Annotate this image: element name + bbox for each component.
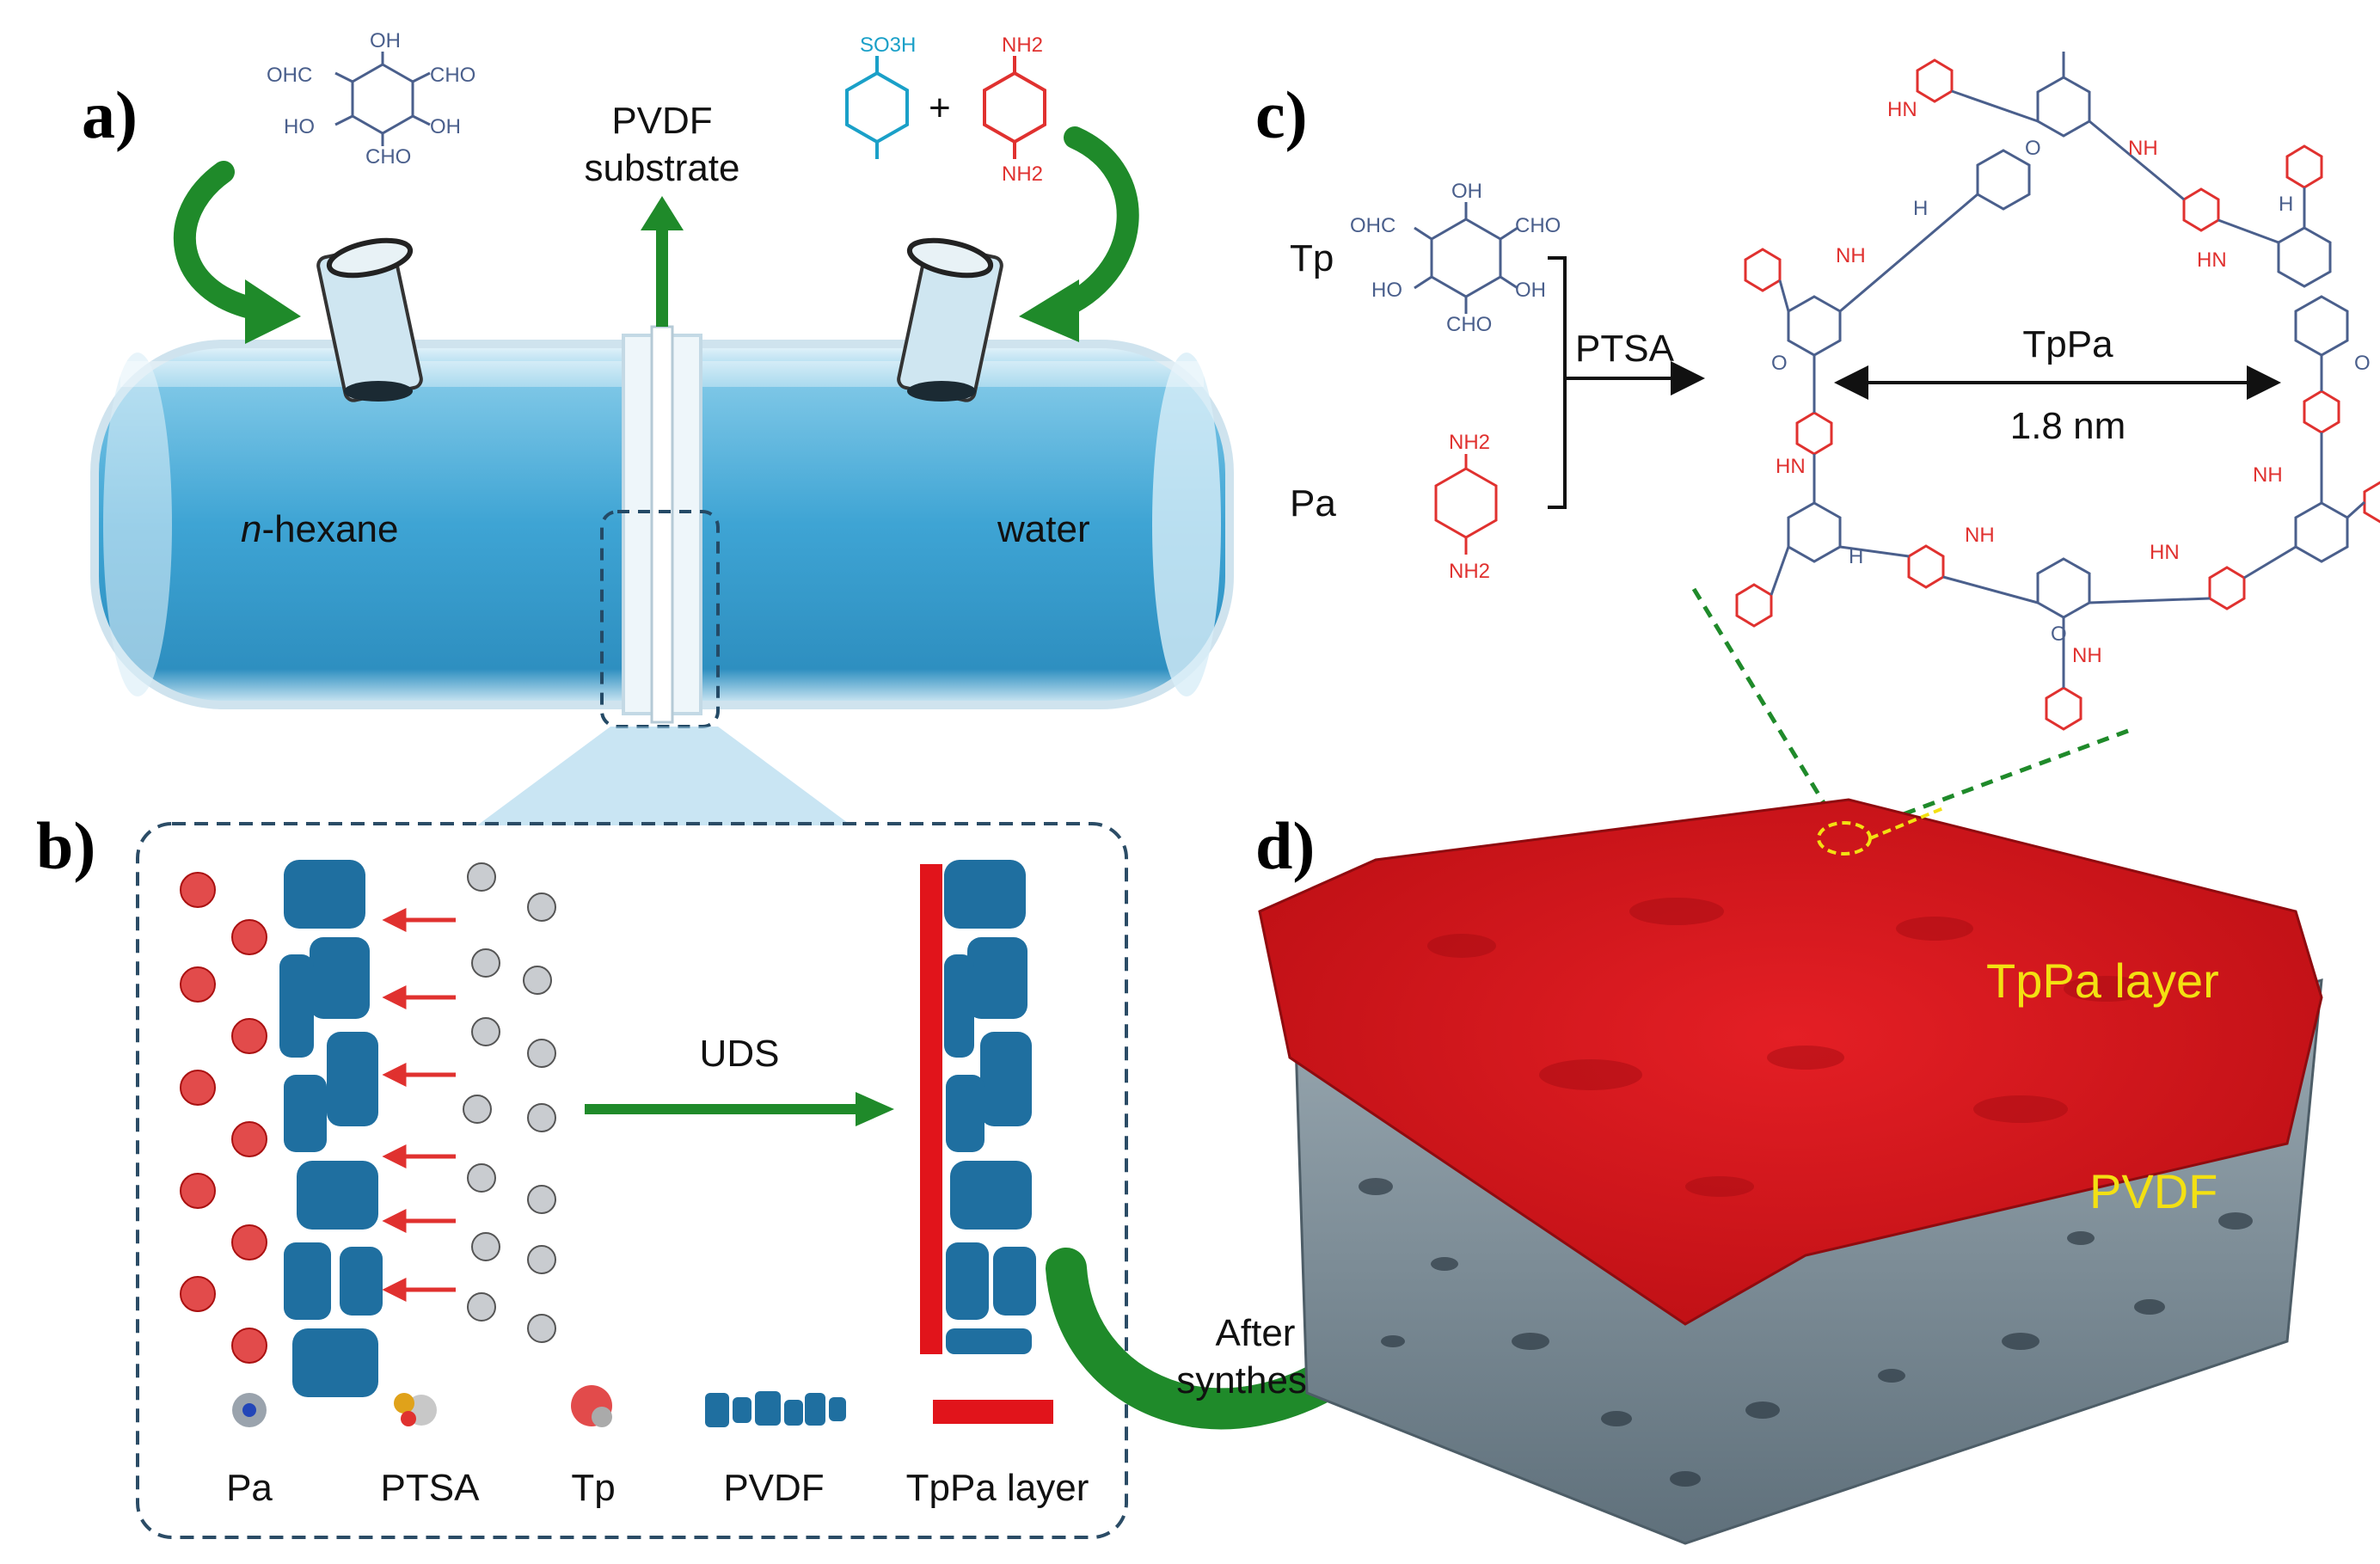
tppa-layer-label: TpPa layer	[1986, 954, 2219, 1008]
h-label-1: H	[1913, 197, 1928, 220]
panel-b-frame	[136, 822, 1128, 1539]
nh-label-2: NH	[1836, 244, 1866, 267]
tp-molecule-a	[334, 52, 431, 146]
pa-a-bottom: NH2	[1002, 163, 1043, 186]
tp-label: Tp	[1290, 237, 1334, 279]
legend-tp: Tp	[571, 1467, 615, 1509]
legend-pvdf-icon	[705, 1391, 846, 1427]
panel-b: b)	[36, 808, 1128, 1539]
tppa-layer-strip	[920, 864, 942, 1354]
panel-d: d) TpPa layer PVDF	[1255, 798, 2323, 1545]
hn-label-2: HN	[2197, 248, 2227, 272]
nh-label-1: NH	[2128, 137, 2158, 160]
after-synthesis-line1: After	[1216, 1312, 1296, 1354]
legend-pa-icon	[232, 1393, 267, 1427]
legend-tppa-icon	[933, 1400, 1053, 1424]
h-label-3: H	[1849, 545, 1863, 568]
plus-sign: +	[929, 87, 951, 129]
tp-molecules-left	[180, 872, 267, 1364]
legend: Pa PTSA Tp PVDF TpPa layer	[226, 1385, 1089, 1509]
h-label-2: H	[2279, 193, 2293, 216]
zoom-cone	[477, 727, 851, 825]
legend-ptsa: PTSA	[381, 1467, 481, 1509]
ptsa-molecule	[845, 56, 909, 159]
pvdf-layer-label: PVDF	[2089, 1164, 2217, 1218]
pvdf-substrate-line1: PVDF	[611, 100, 712, 142]
legend-pvdf: PVDF	[723, 1467, 824, 1509]
hn-label-1: HN	[1887, 98, 1917, 121]
tppa-framework	[1735, 52, 2380, 731]
right-solvent-label: water	[997, 508, 1090, 550]
pa-c-bottom: NH2	[1449, 560, 1490, 583]
ptsa-reagent: PTSA	[1575, 328, 1675, 370]
pvdf-membrane-holder	[600, 325, 720, 728]
panel-letter-c: c)	[1255, 77, 1308, 152]
tp-feed-arrow	[173, 161, 269, 321]
pa-c-top: NH2	[1449, 431, 1490, 454]
pa-molecule-a	[983, 56, 1046, 159]
tp-a-tl: OHC	[267, 64, 312, 87]
tp-c-top: OH	[1451, 180, 1482, 203]
tppa-product-label: TpPa	[2022, 323, 2113, 365]
tp-a-br: OH	[430, 115, 461, 138]
panel-letter-b: b)	[36, 808, 95, 883]
right-port	[897, 237, 1003, 402]
pa-molecule-c	[1434, 454, 1498, 555]
o-label-3: O	[2354, 352, 2371, 375]
legend-ptsa-icon	[394, 1393, 437, 1426]
o-label-4: O	[2051, 623, 2067, 646]
hn-label-3: HN	[1776, 455, 1806, 478]
tp-c-br: OH	[1515, 279, 1546, 302]
tp-a-bl: HO	[284, 115, 315, 138]
substrate-up-arrow	[641, 196, 684, 327]
diffusion-arrows	[382, 907, 456, 1303]
o-label-1: O	[2025, 137, 2041, 160]
nh-label-3: NH	[2253, 463, 2283, 487]
pa-feed-arrow	[1046, 126, 1139, 321]
pa-label: Pa	[1290, 482, 1336, 524]
legend-tppa: TpPa layer	[906, 1467, 1089, 1509]
zoom-line-left	[1691, 587, 1843, 831]
tp-a-tr: CHO	[430, 64, 475, 87]
tp-c-tr: CHO	[1515, 214, 1561, 237]
legend-tp-icon	[571, 1385, 612, 1427]
ptsa-so3h: SO3H	[860, 34, 916, 57]
pvdf-pores	[1359, 1178, 2253, 1487]
uds-label: UDS	[700, 1033, 780, 1075]
tppa-surface-texture	[1427, 898, 2150, 1197]
panel-c: c) Tp Pa OH OHC CHO HO OH CHO NH2 NH2 PT…	[1255, 52, 2380, 832]
tp-a-top: OH	[370, 29, 401, 52]
pa-ptsa-molecules-right	[463, 862, 556, 1343]
left-solvent-label: n-hexane	[241, 508, 399, 550]
legend-pa: Pa	[226, 1467, 273, 1509]
nh-label-5: NH	[2072, 644, 2102, 667]
panel-a: a) PVDF subs	[82, 29, 1234, 825]
tp-c-tl: OHC	[1350, 214, 1395, 237]
tp-c-bl: HO	[1371, 279, 1402, 302]
uds-arrow	[585, 1092, 894, 1126]
pvdf-membrane-after	[944, 860, 1036, 1354]
tp-molecule-c	[1414, 202, 1518, 314]
nh-label-4: NH	[1965, 524, 1995, 547]
panel-letter-a: a)	[82, 77, 138, 152]
o-label-2: O	[1771, 352, 1788, 375]
hn-label-4: HN	[2150, 541, 2180, 564]
panel-letter-d: d)	[1255, 808, 1315, 883]
reaction-bracket	[1548, 256, 1567, 509]
tp-a-bottom: CHO	[365, 145, 411, 169]
pa-a-top: NH2	[1002, 34, 1043, 57]
pore-size-label: 1.8 nm	[2010, 405, 2126, 447]
tp-c-bottom: CHO	[1446, 313, 1492, 336]
pvdf-substrate-line2: substrate	[585, 147, 740, 189]
left-port	[316, 237, 423, 402]
pvdf-membrane-before	[279, 860, 383, 1397]
